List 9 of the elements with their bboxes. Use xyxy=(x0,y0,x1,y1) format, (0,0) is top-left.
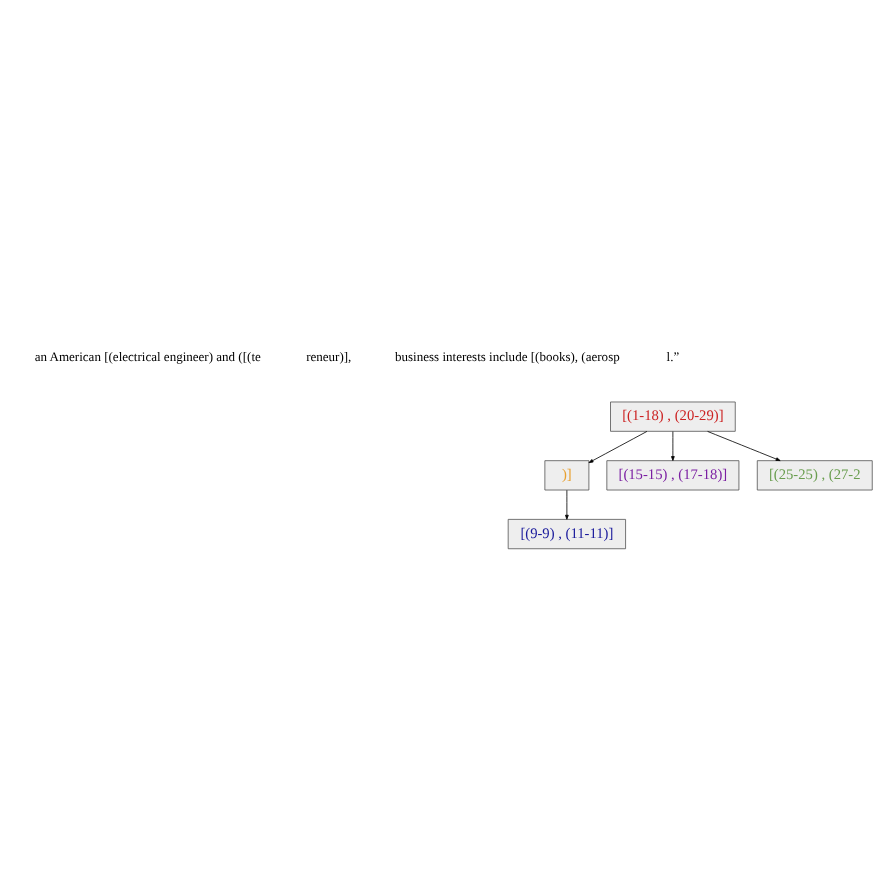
arrow xyxy=(707,431,781,462)
arrow xyxy=(565,489,569,520)
arrow xyxy=(588,431,648,464)
node-box: [(25-25) , (27-2 xyxy=(756,460,873,491)
node-box: )] xyxy=(544,460,590,491)
arrow xyxy=(671,431,675,461)
node-box: [(1-18) , (20-29)] xyxy=(610,401,736,432)
node-box: [(9-9) , (11-11)] xyxy=(507,518,626,550)
node-box: [(15-15) , (17-18)] xyxy=(606,460,740,491)
